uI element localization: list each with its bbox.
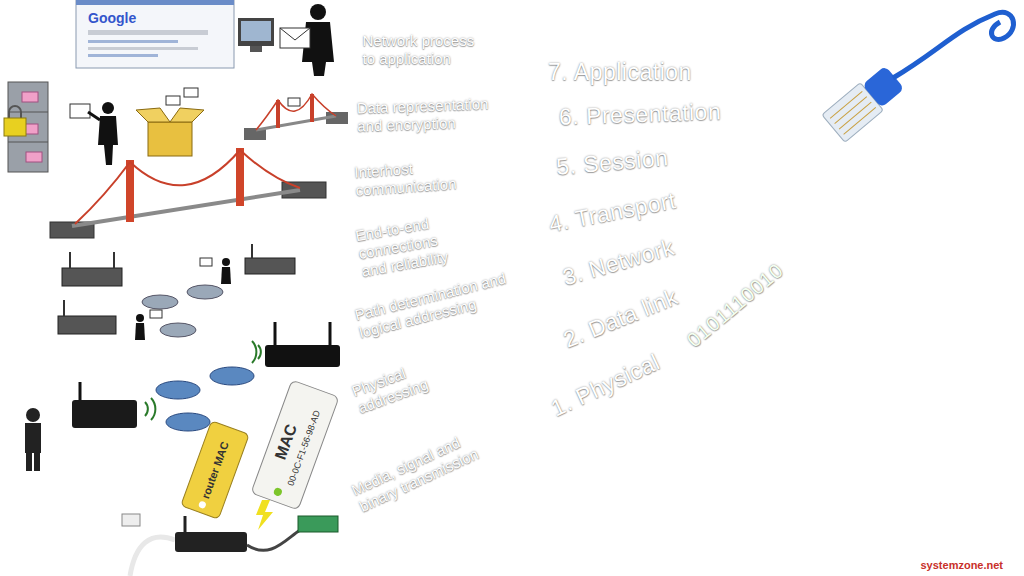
person-with-envelope <box>70 102 118 165</box>
router-icons <box>62 244 295 286</box>
osi-layer-band: Physical addressing 2. Data link <box>0 130 852 570</box>
router-mac-tag <box>181 421 249 519</box>
brand-logo: Google <box>88 10 136 26</box>
binary-signal: 0101110010 <box>683 259 788 352</box>
open-box <box>136 88 204 156</box>
network-devices <box>58 285 223 340</box>
layer-name: 6. Presentation <box>559 98 722 130</box>
cabling-hardware <box>122 480 338 576</box>
layer-description: Media, signal and binary transmission <box>349 424 491 516</box>
band-fill <box>0 138 850 576</box>
ethernet-plug <box>822 12 1014 142</box>
small-bridge <box>244 94 348 140</box>
bridge-illustration <box>50 148 326 238</box>
mac-tag <box>251 380 339 510</box>
band-shape <box>0 130 852 570</box>
computer-monitor <box>238 18 274 52</box>
guard-figure <box>25 408 41 471</box>
osi-layer-band: Path determination and logical addressin… <box>0 121 852 455</box>
watermark: systemzone.net <box>921 559 1004 571</box>
layer-name: 1. Physical <box>546 349 663 422</box>
band-fill <box>0 130 850 570</box>
layer-name: 7. Application <box>548 59 692 85</box>
layer-description: Path determination and logical addressin… <box>353 268 517 342</box>
layer-description: Physical addressing <box>350 353 447 418</box>
person-with-envelope <box>280 4 334 76</box>
band-fill <box>0 112 850 355</box>
layer-name: 4. Transport <box>546 187 677 237</box>
band-fill <box>0 0 850 94</box>
layer-name: 3. Network <box>559 234 677 291</box>
osi-layer-band: Media, signal and binary transmission 1. … <box>0 138 852 576</box>
browser-screenshot <box>76 0 234 68</box>
layer-name: 5. Session <box>555 144 669 180</box>
band-fill <box>0 121 850 455</box>
band-fill <box>0 78 850 175</box>
layer-description: Interhost communication <box>354 156 466 200</box>
osi-layer-band: Data representation and encryption 6. Pre… <box>0 78 852 175</box>
layer-description: End-to-end connections and reliability <box>354 209 467 280</box>
band-shape <box>0 138 852 576</box>
filing-cabinet <box>4 82 48 172</box>
layer-description: Network process to application <box>363 32 488 68</box>
layer-name: 2. Data link <box>559 283 681 352</box>
layer-description: Data representation and encryption <box>356 94 507 135</box>
